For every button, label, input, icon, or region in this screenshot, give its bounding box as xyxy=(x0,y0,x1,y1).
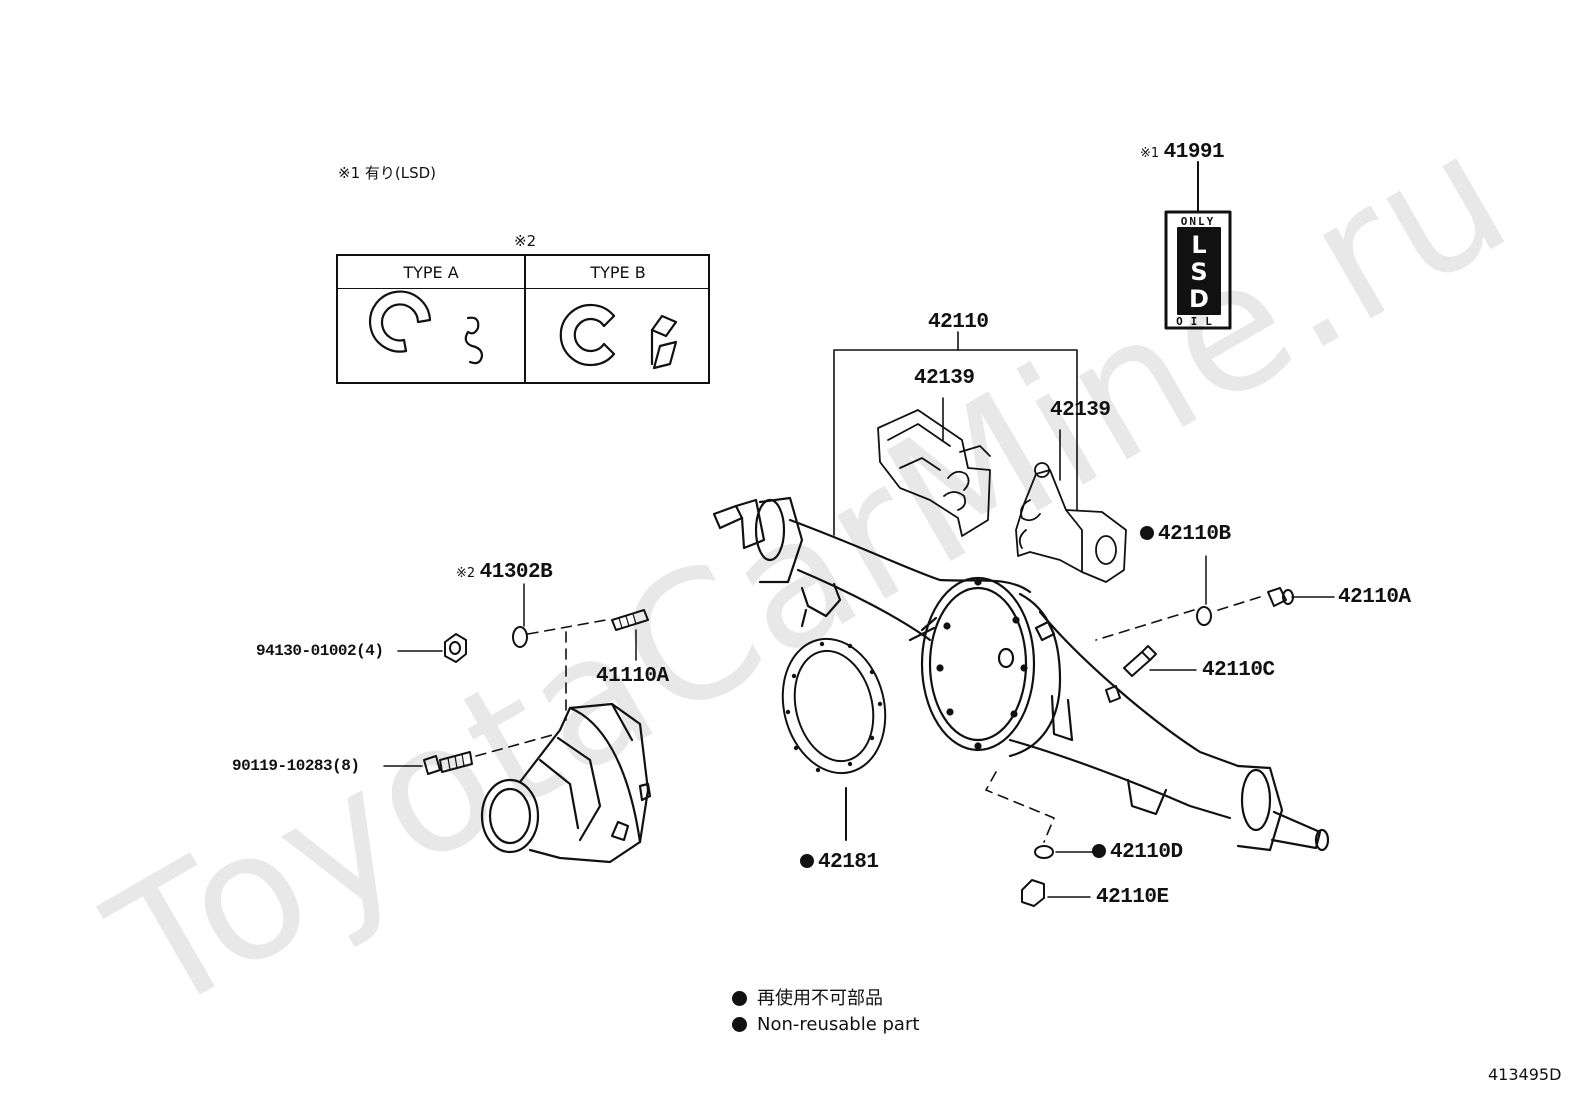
legend-dot-en xyxy=(732,1017,747,1032)
lsd-letter-d: D xyxy=(1189,285,1209,313)
part-42110C-number: 42110C xyxy=(1202,659,1275,682)
lsd-oil-label-drawing xyxy=(1164,161,1232,330)
non-reusable-dot xyxy=(1092,844,1106,858)
lsd-letter-l: L xyxy=(1191,231,1207,259)
part-42139-right-number: 42139 xyxy=(1050,399,1111,422)
part-94130-number: 94130-01002(4) xyxy=(256,642,384,660)
alignment-dashed-lines xyxy=(475,596,1261,843)
part-41991-label: ※1 41991 xyxy=(1140,141,1225,164)
part-42139-left-number: 42139 xyxy=(914,367,975,390)
gasket-drawing xyxy=(781,637,887,841)
non-reusable-dot xyxy=(1140,526,1154,540)
legend-japanese: 再使用不可部品 xyxy=(732,990,883,1008)
legend-ja-text: 再使用不可部品 xyxy=(757,988,883,1009)
part-41991-number: 41991 xyxy=(1163,141,1225,164)
part-42110-number: 42110 xyxy=(928,311,989,334)
bracket-right-drawing xyxy=(1015,462,1127,583)
legend-en-text: Non-reusable part xyxy=(757,1014,920,1035)
bracket-left-drawing xyxy=(877,409,991,537)
part-90119-number: 90119-10283(8) xyxy=(232,757,360,775)
part-42110E-number: 42110E xyxy=(1096,886,1169,909)
part-42110B-label: 42110B xyxy=(1140,524,1231,545)
washer-type-icons xyxy=(368,290,678,370)
diagram-id: 413495D xyxy=(1488,1065,1562,1084)
part-41302B-mark: ※2 xyxy=(456,566,476,581)
differential-carrier-drawing xyxy=(480,702,652,864)
part-41110A-number: 41110A xyxy=(596,665,669,688)
lsd-plate-top-text: ONLY xyxy=(1180,215,1216,228)
legend-english: Non-reusable part xyxy=(732,1016,919,1034)
part-41302B-label: ※2 41302B xyxy=(456,561,553,584)
part-42110D-number: 42110D xyxy=(1110,841,1183,864)
small-parts-drawing xyxy=(383,555,1335,907)
type-box-mark: ※2 xyxy=(514,232,537,250)
part-42110D-label: 42110D xyxy=(1092,842,1183,863)
part-42110A-number: 42110A xyxy=(1338,586,1411,609)
part-41302B-number: 41302B xyxy=(479,561,553,584)
lsd-plate-letters: L S D xyxy=(1185,232,1213,313)
part-41991-mark: ※1 xyxy=(1140,146,1160,161)
type-a-header: TYPE A xyxy=(338,256,524,289)
housing-assembly-bracket xyxy=(833,331,1078,536)
part-42110B-number: 42110B xyxy=(1158,523,1231,546)
part-42181-number: 42181 xyxy=(818,851,879,874)
lsd-note: ※1 有り(LSD) xyxy=(338,164,437,182)
type-table-divider xyxy=(524,256,526,382)
lsd-plate-bottom-text: OIL xyxy=(1176,315,1220,328)
axle-housing-drawing xyxy=(712,496,1330,852)
type-b-header: TYPE B xyxy=(526,256,710,289)
non-reusable-dot xyxy=(800,854,814,868)
washer-type-table: TYPE A TYPE B xyxy=(336,254,710,384)
part-42181-label: 42181 xyxy=(800,852,879,873)
legend-dot-ja xyxy=(732,991,747,1006)
lsd-letter-s: S xyxy=(1190,258,1208,286)
